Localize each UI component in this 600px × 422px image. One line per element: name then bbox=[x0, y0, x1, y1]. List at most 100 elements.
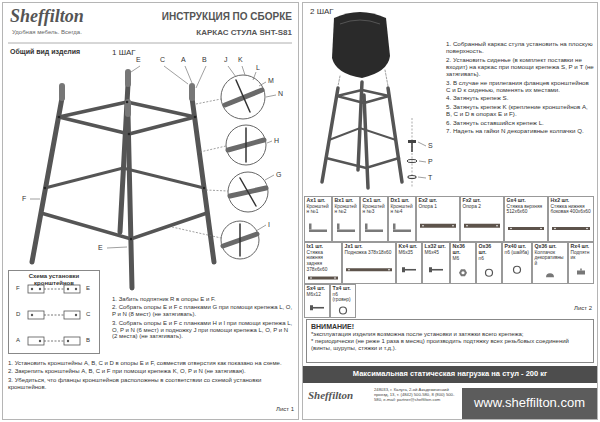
logo: Sheffilton bbox=[10, 6, 140, 27]
part-count: Kx4 шт. bbox=[399, 244, 420, 250]
instruction-step: 5. Затянуть крепеж K (крепление кронштей… bbox=[446, 103, 594, 117]
part-name: Стяжка нижняя боковая 400x6x60 bbox=[551, 204, 592, 215]
bracket-scheme bbox=[64, 337, 80, 345]
fastener-set bbox=[407, 118, 417, 188]
part-name: Стяжка верхняя 512x6x60 bbox=[507, 204, 546, 215]
sheet-subtitle: КАРКАС СТУЛА SHT-S81 bbox=[130, 28, 292, 37]
bracket-scheme bbox=[39, 340, 41, 342]
chair-frame bbox=[192, 98, 214, 262]
chair-frame bbox=[125, 72, 131, 84]
callout-letter: S bbox=[428, 142, 438, 150]
part-sketch bbox=[429, 267, 443, 272]
chair-frame-assembled bbox=[385, 70, 388, 86]
detail-parts bbox=[239, 224, 241, 256]
warning-heading: ВНИМАНИЕ! bbox=[311, 323, 589, 331]
chair-frame bbox=[32, 98, 62, 262]
part-count: Ix1 шт. bbox=[307, 244, 340, 250]
leader-line bbox=[196, 66, 206, 88]
instruction-step: 3. Убедиться, что фланцы кронштейнов рас… bbox=[8, 377, 292, 391]
chair-frame bbox=[125, 102, 131, 114]
bracket-scheme bbox=[28, 285, 44, 293]
part-count: Ex2 шт. bbox=[419, 198, 458, 204]
fastener-set bbox=[412, 118, 413, 188]
website: www.sheffilton.com bbox=[474, 396, 585, 411]
callout-letter: E bbox=[98, 244, 108, 252]
leader-line bbox=[131, 66, 140, 72]
chair-frame bbox=[59, 86, 65, 98]
part-cell: Dx1 шт.Кронштейн №4 bbox=[388, 196, 416, 242]
bracket-scheme bbox=[28, 337, 44, 345]
part-sketch bbox=[508, 227, 544, 230]
part-name: Кронштейн №1 bbox=[307, 204, 330, 215]
part-name: Стяжка нижняя задняя 378x6x60 bbox=[307, 250, 340, 272]
chair-frame-assembled bbox=[326, 158, 399, 168]
part-sketch bbox=[459, 269, 467, 276]
instruction-step: 2. Установить сиденье (в комплект постав… bbox=[446, 56, 594, 77]
part-count: Dx1 шт. bbox=[391, 198, 414, 204]
sheet-frame bbox=[3, 3, 299, 420]
seat-illustration bbox=[340, 20, 380, 24]
part-sketch bbox=[546, 273, 554, 277]
part-count: Ax1 шт. bbox=[307, 198, 330, 204]
callout-letter: M bbox=[268, 77, 278, 85]
fastener-set bbox=[408, 176, 416, 179]
callout-letter: H bbox=[274, 137, 284, 145]
detail-parts bbox=[236, 80, 250, 112]
instruction-step: 2. Собрать опоры E и F с планками G при … bbox=[112, 304, 294, 318]
warning-note: *эксплуатация изделия возможна после уст… bbox=[311, 331, 589, 338]
address: 248033, г. Калуга, 2-ой Академический пр… bbox=[374, 388, 460, 402]
part-cell: Bx1 шт.Кронштейн №2 bbox=[332, 196, 360, 242]
sheet-number: Лист 2 bbox=[536, 305, 592, 312]
sheet-frame bbox=[3, 3, 598, 420]
part-name: Подножка 378x18x60 bbox=[345, 250, 394, 256]
part-name: n6 (гровер) bbox=[333, 292, 354, 303]
leader-line bbox=[196, 99, 221, 104]
chair-frame-assembled bbox=[364, 95, 368, 188]
instruction-step: 4. Затянуть крепеж S. bbox=[446, 94, 594, 101]
part-name: Опора 1 bbox=[419, 204, 458, 210]
leader-line bbox=[259, 82, 266, 86]
chair-frame bbox=[128, 133, 131, 136]
detail-parts bbox=[245, 128, 247, 162]
instruction-step: 1. Установить кронштейны A, B, C и D в о… bbox=[8, 360, 292, 367]
chair-frame bbox=[59, 102, 195, 134]
chair-frame bbox=[44, 187, 46, 189]
part-count: Tx4 шт. bbox=[333, 286, 354, 292]
bracket-scheme bbox=[31, 288, 33, 290]
leader-line bbox=[185, 66, 192, 83]
part-cell: Nx36 шт.M6 bbox=[450, 242, 476, 284]
callout-letter: F bbox=[22, 195, 32, 203]
part-count: Hx2 шт. bbox=[551, 198, 592, 204]
chair-frame-assembled bbox=[322, 88, 338, 182]
sheet-title: ИНСТРУКЦИЯ ПО СБОРКЕ bbox=[130, 11, 292, 23]
instruction-step: 2. Закрепить кронштейны A, B, C и F при … bbox=[8, 368, 292, 375]
callout-letter: C bbox=[160, 56, 170, 64]
leader-line bbox=[253, 72, 256, 80]
chair-frame bbox=[58, 116, 61, 119]
part-cell: Jx1 шт.Подножка 378x18x60 bbox=[342, 242, 396, 284]
load-note: Максимальная статическая нагрузка на сту… bbox=[353, 370, 547, 379]
chair-frame bbox=[130, 238, 132, 240]
part-sketch bbox=[309, 224, 327, 233]
leader-line bbox=[256, 225, 266, 231]
part-cell: Tx4 шт.n6 (гровер) bbox=[330, 284, 356, 318]
bracket-scheme bbox=[75, 314, 77, 316]
part-count: Ox36 шт. bbox=[479, 244, 500, 256]
callout-letter: E bbox=[136, 56, 146, 64]
bracket-scheme bbox=[44, 315, 64, 316]
part-count: Cx1 шт. bbox=[363, 198, 386, 204]
part-cell: Kx4 шт.M6x35 bbox=[396, 242, 422, 284]
chair-frame bbox=[41, 213, 207, 239]
instruction-step: 7. Надеть на гайки N декоративные колпач… bbox=[446, 127, 594, 134]
website-bar: www.sheffilton.com bbox=[462, 388, 597, 419]
chair-frame bbox=[194, 116, 197, 119]
part-cell: Qx36 шт.Колпачок декоративный bbox=[532, 242, 568, 284]
chair-frame bbox=[203, 187, 205, 189]
part-cell: Hx2 шт.Стяжка нижняя боковая 400x6x60 bbox=[548, 196, 594, 242]
part-count: Bx1 шт. bbox=[335, 198, 358, 204]
instruction-step: 3. В случае не прилегания фланцев кроншт… bbox=[446, 79, 594, 93]
instruction-step: 1. Забить подпятник R в опоры E и F. bbox=[112, 296, 294, 303]
part-sketch bbox=[365, 224, 383, 233]
chair-frame-assembled bbox=[388, 88, 402, 182]
